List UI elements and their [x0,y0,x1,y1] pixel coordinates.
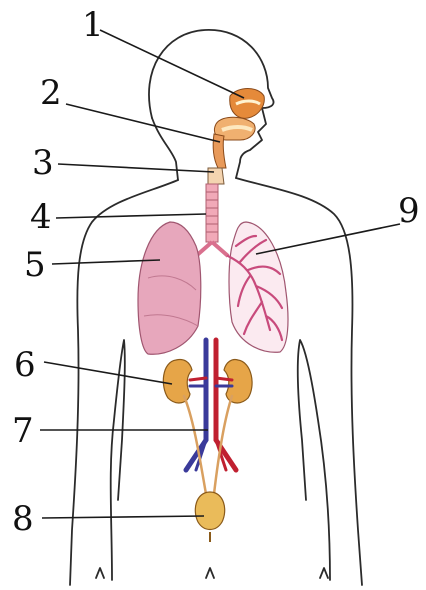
kidney-right [163,359,192,402]
trachea [206,184,218,242]
label-7: 7 [12,411,34,451]
organs [138,89,288,543]
leader-3 [58,164,214,172]
leader-1 [100,30,244,98]
kidney-left [224,359,252,402]
label-6: 6 [14,345,36,385]
label-3: 3 [32,143,54,183]
label-1: 1 [82,5,104,45]
label-2: 2 [40,73,62,113]
leader-6 [44,362,172,384]
leader-9 [256,224,400,254]
bladder [195,492,224,530]
label-5: 5 [24,245,46,285]
leader-4 [56,214,206,218]
label-4: 4 [30,197,52,237]
label-9: 9 [398,191,420,231]
leader-8 [42,516,204,518]
larynx [208,168,224,184]
lung-right [138,222,201,354]
leader-2 [66,104,220,142]
label-8: 8 [12,499,34,539]
